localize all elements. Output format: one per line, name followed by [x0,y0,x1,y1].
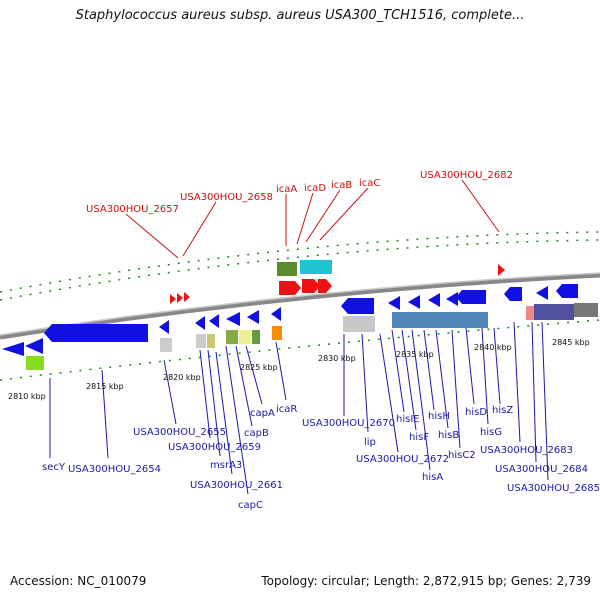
gene-label[interactable]: icaB [331,180,352,191]
gene-label[interactable]: hisD [465,407,487,418]
gene-label[interactable]: USA300HOU_2655 [133,427,226,438]
gene-label[interactable]: USA300HOU_2661 [190,480,283,491]
bottom-gene-labels: secY USA300HOU_2654 USA300HOU_2655 USA30… [42,404,600,511]
top-connectors [125,179,500,259]
gene-label[interactable]: hisH [428,411,450,422]
gene-label[interactable]: hisB [438,430,459,441]
tick-label: 2815 kbp [86,382,124,391]
tick-label: 2810 kbp [8,392,46,401]
gene-label[interactable]: icaR [276,404,297,415]
genome-title: Staphylococcus aureus subsp. aureus USA3… [75,8,525,23]
gene-label[interactable]: capA [250,408,275,419]
gene-label[interactable]: hisA [422,472,443,483]
gene-label[interactable]: secY [42,462,66,473]
gene-label[interactable]: icaC [359,178,380,189]
lower-track [0,319,600,381]
tick-labels: 2810 kbp 2815 kbp 2820 kbp 2825 kbp 2830… [8,338,590,401]
gene-label[interactable]: hisIE [396,414,420,425]
gene-label[interactable]: lip [364,437,376,448]
gene-label[interactable]: USA300HOU_2654 [68,464,161,475]
top-gene-labels: USA300HOU_2657 USA300HOU_2658 icaA icaD … [86,170,513,215]
gene-label[interactable]: icaA [276,184,297,195]
gene-label[interactable]: icaD [304,183,326,194]
gene-label[interactable]: USA300HOU_2657 [86,204,179,215]
forward-genes [170,260,505,304]
tick-label: 2845 kbp [552,338,590,347]
tick-label: 2825 kbp [240,363,278,372]
tick-label: 2820 kbp [163,373,201,382]
gene-label[interactable]: hisZ [492,405,513,416]
gene-label[interactable]: USA300HOU_2658 [180,192,273,203]
accession-text: Accession: NC_010079 [10,574,147,588]
gene-label[interactable]: hisF [409,432,429,443]
gene-label[interactable]: capC [238,500,263,511]
tick-label: 2830 kbp [318,354,356,363]
gene-label[interactable]: USA300HOU_2670 [302,418,395,429]
bottom-connectors [49,321,549,495]
gene-label[interactable]: USA300HOU_2682 [420,170,513,181]
gene-label[interactable]: capB [244,428,269,439]
gene-label[interactable]: msrA3 [210,460,242,471]
reverse-genes [2,284,578,356]
gene-label[interactable]: USA300HOU_2684 [495,464,588,475]
gene-blocks [26,303,598,370]
gene-label[interactable]: hisC2 [448,450,476,461]
gene-label[interactable]: USA300HOU_2672 [356,454,449,465]
tick-label: 2840 kbp [474,343,512,352]
gene-label[interactable]: hisG [480,427,502,438]
tick-label: 2835 kbp [396,350,434,359]
genome-summary-text: Topology: circular; Length: 2,872,915 bp… [261,574,591,588]
gene-label[interactable]: USA300HOU_2659 [168,442,261,453]
gene-label[interactable]: USA300HOU_2685 [507,483,600,494]
gene-label[interactable]: USA300HOU_2683 [480,445,573,456]
